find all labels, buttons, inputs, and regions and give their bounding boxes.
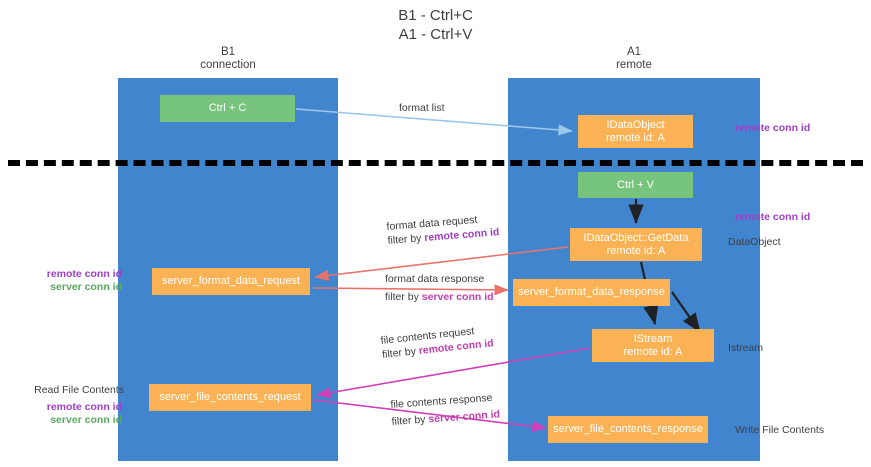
flow-label-file-contents-response: file contents response filter by server … (390, 390, 500, 428)
flow-label-format-data-request: format data request filter by remote con… (386, 211, 500, 248)
label-write-file-contents: Write File Contents (735, 424, 825, 436)
filter-prefix: filter by (385, 291, 422, 303)
flow-label-format-list: format list (399, 102, 445, 114)
box-ctrl-v[interactable]: Ctrl + V (578, 172, 693, 198)
label-dataobject: DataObject (728, 236, 781, 248)
label-istream: Istream (728, 342, 764, 354)
filter-key: server conn id (427, 408, 501, 426)
flow-label-format-data-response-title: format data response (385, 273, 485, 285)
label-remote-conn-id-left: remote conn id (46, 268, 122, 280)
phase-divider (8, 160, 863, 166)
filter-key: server conn id (421, 291, 494, 303)
box-idataobject[interactable]: IDataObject remote id: A (578, 115, 693, 148)
filter-prefix: filter by (391, 413, 429, 428)
flow-label-file-contents-request: file contents request filter by remote c… (380, 322, 494, 362)
box-server-file-contents-request[interactable]: server_file_contents_request (149, 384, 311, 411)
column-header-b1: B1 connection (200, 46, 256, 71)
label-read-file-contents: Read File Contents (34, 384, 124, 396)
page-title: B1 - Ctrl+C A1 - Ctrl+V (398, 7, 473, 43)
label-remote-conn-id-top: remote conn id (735, 122, 811, 134)
box-server-file-contents-response[interactable]: server_file_contents_response (548, 416, 708, 443)
column-header-a1: A1 remote (616, 46, 652, 71)
label-server-conn-id-left: server conn id (50, 281, 122, 293)
box-idataobject-getdata[interactable]: IDataObject::GetData remote id: A (570, 228, 702, 261)
box-istream[interactable]: IStream remote id: A (592, 329, 714, 362)
box-ctrl-c[interactable]: Ctrl + C (160, 95, 295, 122)
label-remote-conn-id-mid: remote conn id (735, 211, 811, 223)
box-server-format-data-response[interactable]: server_format_data_response (513, 279, 670, 306)
filter-prefix: filter by (381, 345, 420, 361)
flow-label-format-data-response-filter: filter by server conn id (385, 290, 494, 304)
label-server-conn-id-left-2: server conn id (50, 414, 122, 426)
flow-label-format-data-response: format data response filter by server co… (385, 272, 494, 304)
label-remote-conn-id-left-2: remote conn id (46, 401, 122, 413)
label-left-conn-ids-top: remote conn id server conn id (22, 268, 122, 294)
filter-prefix: filter by (387, 232, 425, 247)
label-left-conn-ids-bottom: remote conn id server conn id (22, 401, 122, 427)
box-server-format-data-request[interactable]: server_format_data_request (152, 268, 310, 295)
